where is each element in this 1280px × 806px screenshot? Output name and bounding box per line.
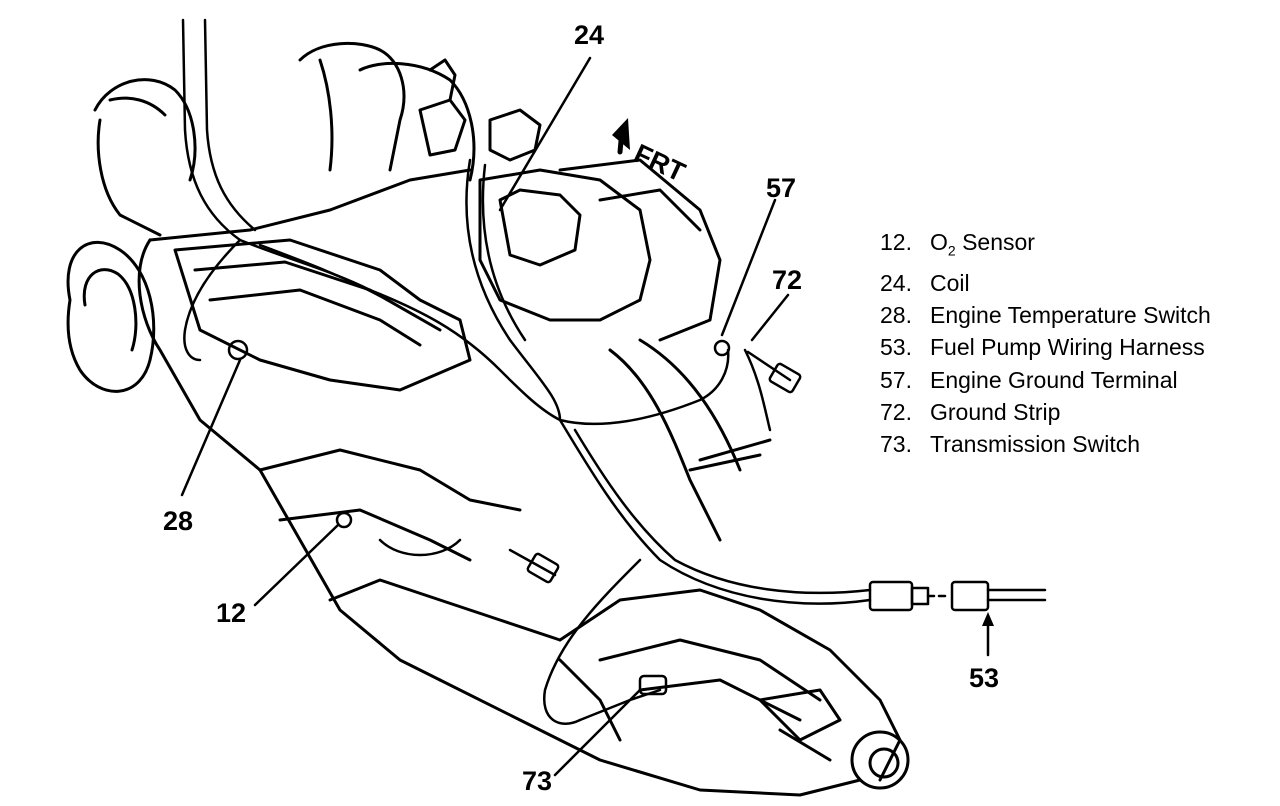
callout-73: 73: [522, 766, 553, 796]
parts-legend: 12. O2 Sensor 24. Coil 28. Engine Temperatu…: [880, 226, 1211, 461]
legend-label: Transmission Switch: [930, 431, 1141, 458]
callout-53: 53: [969, 663, 1000, 693]
legend-item-12: 12. O2 Sensor: [880, 226, 1211, 267]
leader-12: [253, 523, 340, 607]
legend-item-72: 72. Ground Strip: [880, 396, 1211, 428]
legend-number: 53.: [880, 334, 912, 361]
legend-number: 72.: [880, 399, 912, 426]
callout-24: 24: [574, 20, 605, 50]
leader-24: [498, 56, 592, 212]
front-direction-indicator: FRT: [612, 118, 690, 188]
legend-label: Engine Ground Terminal: [930, 366, 1178, 393]
legend-item-53: 53. Fuel Pump Wiring Harness: [880, 331, 1211, 363]
legend-item-28: 28. Engine Temperature Switch: [880, 299, 1211, 331]
leader-72: [750, 293, 790, 342]
legend-item-73: 73. Transmission Switch: [880, 428, 1211, 460]
legend-label: Engine Temperature Switch: [930, 302, 1211, 329]
legend-number: 12.: [880, 229, 912, 255]
callout-28: 28: [163, 506, 194, 536]
callout-57: 57: [766, 173, 797, 203]
legend-number: 57.: [880, 366, 912, 393]
leader-28: [180, 358, 242, 497]
front-label: FRT: [629, 138, 690, 188]
legend-item-57: 57. Engine Ground Terminal: [880, 364, 1211, 396]
legend-label: Coil: [930, 269, 970, 296]
legend-number: 24.: [880, 269, 912, 296]
arrowhead-53: [982, 612, 994, 626]
legend-label-subscript: 2: [947, 242, 956, 259]
leader-57: [720, 198, 777, 337]
callout-12: 12: [216, 598, 247, 628]
legend-item-24: 24. Coil: [880, 267, 1211, 299]
engine-block-drawing: [66, 41, 772, 682]
leader-73: [553, 688, 642, 777]
callout-72: 72: [772, 265, 803, 295]
legend-number: 73.: [880, 431, 912, 458]
wiring-harness-drawing: [181, 18, 1047, 725]
leader-lines: [180, 56, 994, 777]
legend-label: Ground Strip: [930, 399, 1061, 426]
transmission-drawing: [438, 588, 910, 797]
legend-label-suffix: Sensor: [955, 229, 1035, 255]
legend-label-prefix: O: [930, 229, 948, 255]
legend-label: Fuel Pump Wiring Harness: [930, 334, 1205, 361]
legend-number: 28.: [880, 302, 912, 329]
